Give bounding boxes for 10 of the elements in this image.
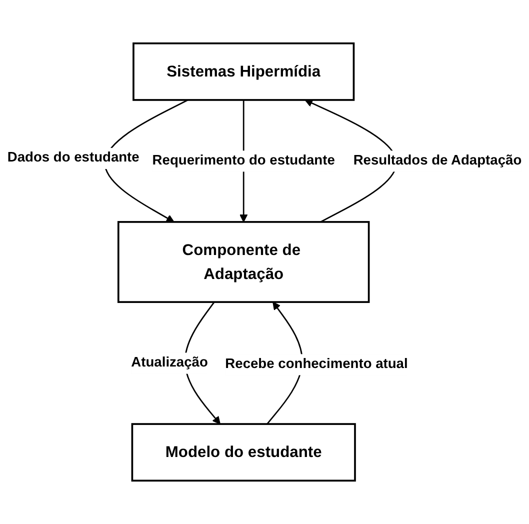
node-box: Componente de Adaptação xyxy=(117,221,370,303)
node-box: Sistemas Hipermídia xyxy=(132,42,355,101)
edge-label: Atualização xyxy=(131,354,208,370)
edge-label: Recebe conhecimento atual xyxy=(225,356,408,372)
arrow xyxy=(304,99,398,223)
node-box: Modelo do estudante xyxy=(131,423,356,482)
edge-label: Requerimento do estudante xyxy=(152,152,335,168)
edge-label: Resultados de Adaptação xyxy=(353,152,522,168)
edge-label: Dados do estudante xyxy=(7,150,140,166)
arrow xyxy=(104,99,188,222)
